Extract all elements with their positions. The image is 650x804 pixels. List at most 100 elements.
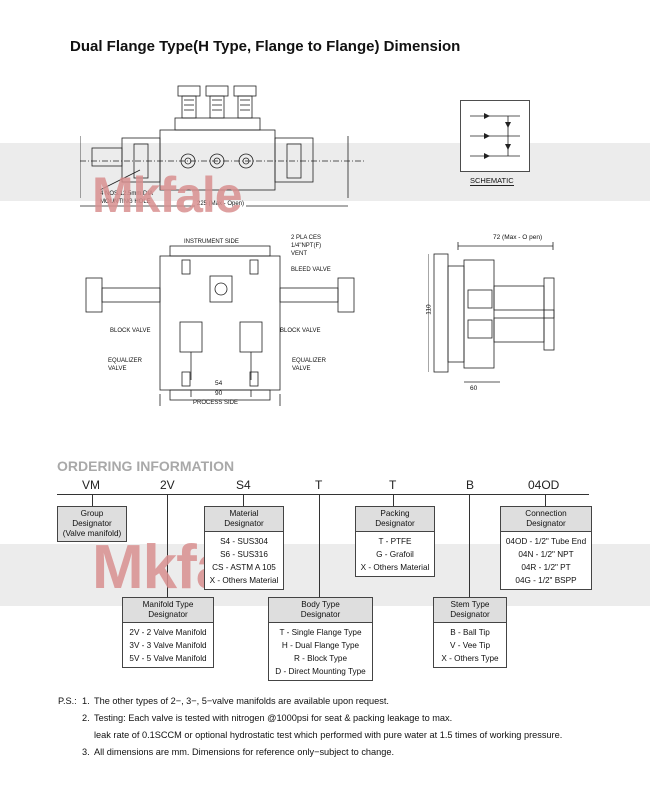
bleed-valve-label: BLEED VALVE bbox=[291, 267, 331, 273]
connection-item: 04G - 1/2" BSPP bbox=[515, 576, 577, 585]
material-header: Material Designator bbox=[205, 507, 283, 532]
code-t-packing: T bbox=[389, 478, 397, 492]
code-underline bbox=[57, 494, 589, 495]
manifold-designator-box: Manifold Type Designator 2V - 2 Valve Ma… bbox=[122, 597, 214, 668]
side-height-label: 110 bbox=[425, 304, 433, 315]
group-header-line1: Group Designator bbox=[72, 509, 112, 528]
connector-connection bbox=[545, 494, 546, 506]
connector-stem bbox=[469, 494, 470, 597]
material-item: X - Others Material bbox=[209, 576, 279, 585]
stem-items: B - Ball Tip V - Vee Tip X - Others Type bbox=[434, 623, 506, 667]
equalizer-left-label-1: EQUALIZER bbox=[108, 358, 143, 364]
body-item: H - Dual Flange Type bbox=[281, 641, 360, 650]
packing-item: X - Others Material bbox=[360, 563, 430, 572]
plug-label-1: 2 PLA CES bbox=[291, 235, 322, 241]
body-item: D - Direct Mounting Type bbox=[275, 667, 366, 676]
notes-prefix: P.S.: bbox=[58, 696, 77, 706]
stem-item: V - Vee Tip bbox=[449, 641, 491, 650]
dim-width-top: 225 (Max - Open) bbox=[195, 201, 247, 208]
connection-header-line2: Designator bbox=[526, 519, 566, 528]
body-item: R - Block Type bbox=[293, 654, 348, 663]
manifold-items: 2V - 2 Valve Manifold 3V - 3 Valve Manif… bbox=[123, 623, 213, 667]
dim-54: 54 bbox=[215, 380, 223, 387]
block-valve-right-label: BLOCK VALVE bbox=[280, 328, 321, 334]
front-view-drawing bbox=[80, 85, 365, 207]
connector-manifold bbox=[167, 494, 168, 597]
equalizer-right-label-2: VALVE bbox=[292, 366, 311, 372]
side-view-drawing bbox=[428, 242, 555, 383]
stem-designator-box: Stem Type Designator B - Ball Tip V - Ve… bbox=[433, 597, 507, 668]
stem-item: X - Others Type bbox=[441, 654, 499, 663]
note-3: All dimensions are mm. Dimensions for re… bbox=[94, 747, 395, 757]
mounting-hole-label-1: 4 NOS.12.5mm DIA bbox=[100, 191, 154, 197]
connection-item: 04N - 1/2" NPT bbox=[518, 550, 574, 559]
schematic-diagram bbox=[460, 100, 530, 172]
body-header: Body Type Designator bbox=[269, 598, 372, 623]
material-header-line1: Material bbox=[229, 509, 259, 518]
dim-90: 90 bbox=[215, 390, 223, 397]
connection-item: 04R - 1/2" PT bbox=[521, 563, 571, 572]
body-header-line2: Designator bbox=[300, 610, 341, 619]
packing-item: T - PTFE bbox=[378, 537, 412, 546]
manifold-item: 5V - 5 Valve Manifold bbox=[129, 654, 207, 663]
material-designator-box: Material Designator S4 - SUS304 S6 - SUS… bbox=[204, 506, 284, 590]
packing-header-line2: Designator bbox=[375, 519, 415, 528]
body-designator-box: Body Type Designator T - Single Flange T… bbox=[268, 597, 373, 681]
note-2-continued: leak rate of 0.1SCCM or optional hydrost… bbox=[94, 730, 563, 740]
manifold-header-line1: Manifold Type bbox=[142, 600, 194, 609]
connection-header: Connection Designator bbox=[501, 507, 591, 532]
manifold-item: 3V - 3 Valve Manifold bbox=[129, 641, 207, 650]
ordering-heading: ORDERING INFORMATION bbox=[57, 458, 235, 474]
side-bottom-label: 60 bbox=[470, 385, 478, 392]
note-2: Testing: Each valve is tested with nitro… bbox=[94, 713, 453, 723]
packing-items: T - PTFE G - Grafoil X - Others Material bbox=[356, 532, 434, 576]
code-vm: VM bbox=[82, 478, 100, 492]
code-b: B bbox=[466, 478, 475, 492]
body-item: T - Single Flange Type bbox=[279, 628, 362, 637]
note-1: The other types of 2−, 3−, 5−valve manif… bbox=[94, 696, 389, 706]
stem-header-line1: Stem Type bbox=[450, 600, 490, 609]
mounting-hole-label-2: MOUNTING HOLE bbox=[100, 199, 151, 205]
schematic-label: SCHEMATIC bbox=[470, 176, 514, 186]
note-2-number: 2. bbox=[82, 713, 90, 723]
material-item: CS - ASTM A 105 bbox=[212, 563, 276, 572]
code-s4: S4 bbox=[236, 478, 251, 492]
packing-header-line1: Packing bbox=[380, 509, 410, 518]
connection-header-line1: Connection bbox=[525, 509, 567, 518]
equalizer-right-label-1: EQUALIZER bbox=[292, 358, 327, 364]
group-designator-header: Group Designator (Valve manifold) bbox=[58, 507, 126, 541]
packing-header: Packing Designator bbox=[356, 507, 434, 532]
material-items: S4 - SUS304 S6 - SUS316 CS - ASTM A 105 … bbox=[205, 532, 283, 589]
instrument-side-label: INSTRUMENT SIDE bbox=[184, 239, 239, 245]
note-3-number: 3. bbox=[82, 747, 90, 757]
packing-designator-box: Packing Designator T - PTFE G - Grafoil … bbox=[355, 506, 435, 577]
side-width-label: 72 (Max - O pen) bbox=[493, 234, 543, 241]
material-header-line2: Designator bbox=[224, 519, 264, 528]
stem-item: B - Ball Tip bbox=[450, 628, 490, 637]
plug-label-3: VENT bbox=[291, 251, 308, 257]
manifold-item: 2V - 2 Valve Manifold bbox=[129, 628, 207, 637]
block-valve-left-label: BLOCK VALVE bbox=[110, 328, 151, 334]
group-header-line2: (Valve manifold) bbox=[62, 529, 122, 538]
body-header-line1: Body Type bbox=[301, 600, 340, 609]
connector-material bbox=[243, 494, 244, 506]
manifold-header: Manifold Type Designator bbox=[123, 598, 213, 623]
plan-view-drawing bbox=[85, 245, 355, 406]
stem-header-line2: Designator bbox=[450, 610, 490, 619]
page-title: Dual Flange Type(H Type, Flange to Flang… bbox=[70, 38, 461, 55]
connector-body bbox=[319, 494, 320, 597]
group-designator-box: Group Designator (Valve manifold) bbox=[57, 506, 127, 542]
code-t-body: T bbox=[315, 478, 323, 492]
code-2v: 2V bbox=[160, 478, 175, 492]
plug-label-2: 1/4"NPT(F) bbox=[291, 243, 322, 249]
connection-designator-box: Connection Designator 04OD - 1/2" Tube E… bbox=[500, 506, 592, 590]
stem-header: Stem Type Designator bbox=[434, 598, 506, 623]
watermark-band-top bbox=[0, 143, 650, 201]
manifold-header-line2: Designator bbox=[148, 610, 188, 619]
material-item: S6 - SUS316 bbox=[220, 550, 268, 559]
connector-packing bbox=[393, 494, 394, 506]
packing-item: G - Grafoil bbox=[376, 550, 414, 559]
process-side-label: PROCESS SIDE bbox=[193, 400, 239, 406]
connection-item: 04OD - 1/2" Tube End bbox=[505, 537, 587, 546]
watermark-top: Mkfale bbox=[92, 167, 243, 223]
